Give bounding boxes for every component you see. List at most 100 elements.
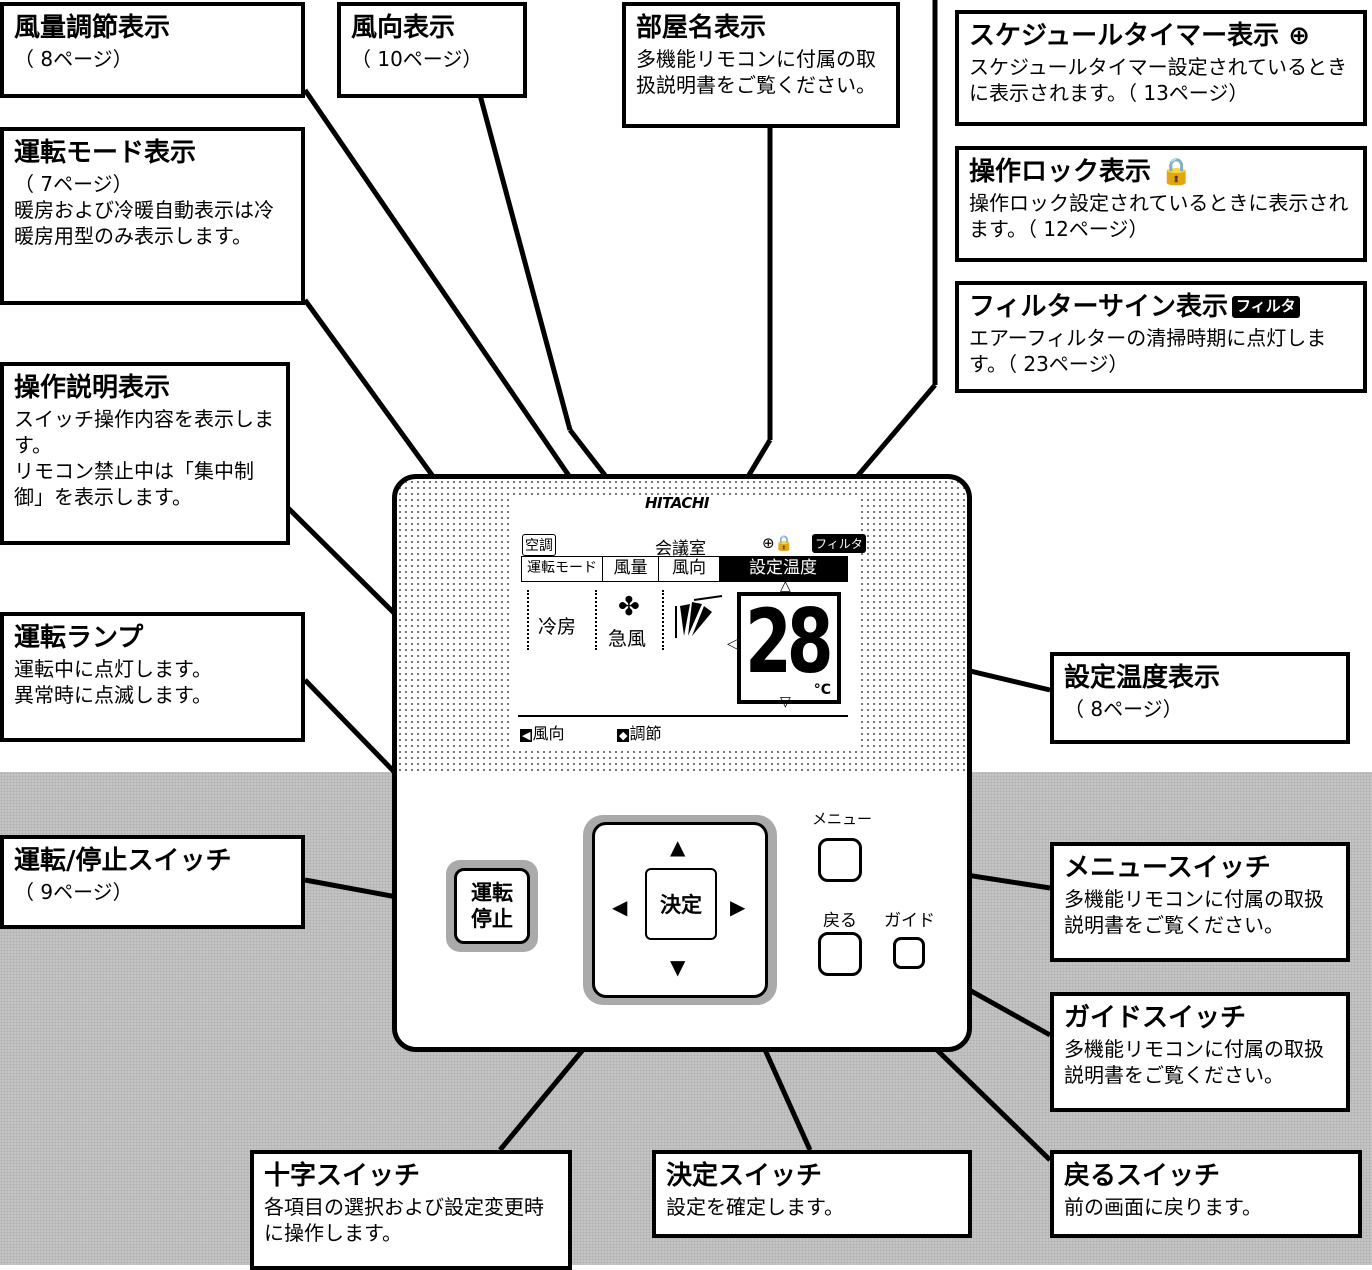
callout-run-stop: 運転/停止スイッチ （ 9ページ） bbox=[0, 835, 305, 929]
callout-desc: リモコン禁止中は「集中制御」を表示します。 bbox=[14, 458, 254, 509]
tab-fan: 風量 bbox=[602, 557, 658, 581]
footer-left-label: 風向 bbox=[532, 724, 565, 743]
callout-guide: ガイドスイッチ 多機能リモコンに付属の取扱説明書をご覧ください。 bbox=[1050, 992, 1350, 1112]
room-name: 会議室 bbox=[655, 539, 706, 559]
temp-left-icon: ◁ bbox=[727, 636, 738, 652]
back-button[interactable] bbox=[818, 932, 862, 976]
callout-title: 運転ランプ bbox=[14, 623, 144, 653]
callout-title: 風量調節表示 bbox=[14, 13, 171, 43]
callout-desc: エアーフィルターの清掃時期に点灯します。（ 23ページ） bbox=[969, 325, 1327, 376]
callout-lamp: 運転ランプ 運転中に点灯します。 異常時に点滅します。 bbox=[0, 612, 305, 742]
down-arrow-icon[interactable]: ▼ bbox=[670, 955, 686, 979]
run-label: 運転 bbox=[471, 880, 513, 905]
guide-button[interactable] bbox=[893, 937, 925, 969]
footer-right-label: 調節 bbox=[629, 724, 662, 743]
callout-title: 操作ロック表示 bbox=[969, 157, 1152, 187]
callout-filter: フィルターサイン表示フィルタ エアーフィルターの清掃時期に点灯します。（ 23ペ… bbox=[955, 281, 1367, 393]
filter-tag: フィルタ bbox=[1231, 296, 1300, 318]
callout-desc: スイッチ操作内容を表示します。 bbox=[14, 406, 274, 457]
callout-title: 戻るスイッチ bbox=[1064, 1161, 1221, 1191]
callout-ref: （ 10ページ） bbox=[351, 46, 483, 71]
enter-button[interactable]: 決定 bbox=[645, 868, 717, 940]
callout-desc: 暖房および冷暖自動表示は冷暖房用型のみ表示します。 bbox=[14, 197, 274, 248]
divider bbox=[662, 590, 665, 650]
mode-tag: 空調 bbox=[522, 534, 556, 556]
updown-key-icon: ◆ bbox=[617, 729, 630, 742]
airflow-direction-icon bbox=[675, 595, 723, 638]
menu-label: メニュー bbox=[812, 810, 873, 828]
tab-temp: 設定温度 bbox=[719, 557, 847, 581]
callout-title: 運転/停止スイッチ bbox=[14, 846, 232, 876]
callout-title: スケジュールタイマー表示 ⊕ bbox=[969, 21, 1311, 51]
callout-title: 操作説明表示 bbox=[14, 373, 171, 403]
callout-desc: 多機能リモコンに付属の取扱説明書をご覧ください。 bbox=[636, 46, 876, 97]
callout-cross: 十字スイッチ 各項目の選択および設定変更時に操作します。 bbox=[250, 1150, 572, 1270]
callout-desc: 多機能リモコンに付属の取扱説明書をご覧ください。 bbox=[1064, 1036, 1324, 1087]
callout-title: ガイドスイッチ bbox=[1064, 1003, 1247, 1033]
callout-desc: スケジュールタイマー設定されているときに表示されます。（ 13ページ） bbox=[969, 54, 1347, 105]
callout-enter: 決定スイッチ 設定を確定します。 bbox=[652, 1150, 972, 1238]
callout-desc: 異常時に点滅します。 bbox=[14, 682, 212, 707]
screen-tabs: 運転モード 風量 風向 設定温度 bbox=[521, 556, 848, 582]
lock-icon: 🔒 bbox=[1160, 157, 1193, 187]
guide-label: ガイド bbox=[884, 911, 935, 931]
callout-title: 十字スイッチ bbox=[264, 1161, 421, 1191]
callout-air-direction: 風向表示 （ 10ページ） bbox=[337, 2, 527, 98]
up-arrow-icon[interactable]: ▲ bbox=[670, 835, 686, 859]
callout-desc: 設定を確定します。 bbox=[666, 1194, 844, 1219]
temperature-value: 28 bbox=[745, 590, 834, 693]
callout-ref: （ 9ページ） bbox=[14, 879, 133, 904]
brand-logo: HITACHI bbox=[645, 494, 710, 512]
divider bbox=[527, 590, 530, 650]
right-arrow-icon[interactable]: ▶ bbox=[730, 895, 746, 919]
temp-down-icon: ▽ bbox=[780, 694, 791, 710]
left-key-icon: ◀ bbox=[520, 729, 533, 742]
tab-direction: 風向 bbox=[658, 557, 719, 581]
callout-ref: （ 8ページ） bbox=[14, 46, 133, 71]
leader-airdir bbox=[477, 94, 573, 431]
temp-unit: °C bbox=[813, 682, 831, 698]
callout-title: 設定温度表示 bbox=[1064, 663, 1221, 693]
callout-set-temp: 設定温度表示 （ 8ページ） bbox=[1050, 652, 1350, 744]
callout-title: 風向表示 bbox=[351, 13, 456, 43]
temp-box: 28 °C bbox=[737, 590, 841, 704]
callout-lock: 操作ロック表示 🔒 操作ロック設定されているときに表示されます。（ 12ページ） bbox=[955, 146, 1367, 262]
stop-label: 停止 bbox=[471, 907, 513, 931]
callout-title-wrap: フィルターサイン表示フィルタ bbox=[969, 291, 1353, 325]
filter-sign: フィルタ bbox=[812, 534, 866, 553]
callout-menu: メニュースイッチ 多機能リモコンに付属の取扱説明書をご覧ください。 bbox=[1050, 842, 1350, 962]
callout-title: 運転モード表示 bbox=[14, 138, 197, 168]
fan-icon: ✤ bbox=[618, 592, 640, 622]
callout-desc: 多機能リモコンに付属の取扱説明書をご覧ください。 bbox=[1064, 886, 1324, 937]
run-stop-button[interactable]: 運転 停止 bbox=[454, 868, 530, 944]
callout-title: フィルターサイン表示 bbox=[969, 292, 1228, 322]
footer-left: ◀風向 bbox=[520, 720, 564, 744]
callout-title: 部屋名表示 bbox=[636, 13, 767, 43]
callout-title: メニュースイッチ bbox=[1064, 853, 1271, 883]
callout-ref: （ 7ページ） bbox=[14, 171, 133, 196]
screen-footer-rule bbox=[518, 715, 848, 717]
left-arrow-icon[interactable]: ◀ bbox=[612, 895, 628, 919]
temp-up-icon: △ bbox=[780, 578, 791, 594]
footer-right: ◆調節 bbox=[617, 720, 661, 744]
menu-button[interactable] bbox=[818, 838, 862, 882]
callout-op-mode: 運転モード表示 （ 7ページ） 暖房および冷暖自動表示は冷暖房用型のみ表示します… bbox=[0, 127, 305, 305]
callout-op-guide: 操作説明表示 スイッチ操作内容を表示します。 リモコン禁止中は「集中制御」を表示… bbox=[0, 362, 290, 545]
callout-desc: 前の画面に戻ります。 bbox=[1064, 1194, 1262, 1219]
callout-fan-speed: 風量調節表示 （ 8ページ） bbox=[0, 2, 305, 98]
callout-title-wrap: 操作ロック表示 🔒 bbox=[969, 156, 1353, 190]
status-icons: ⊕🔒 bbox=[762, 534, 794, 552]
back-label: 戻る bbox=[823, 911, 857, 931]
callout-desc: 各項目の選択および設定変更時に操作します。 bbox=[264, 1194, 544, 1245]
callout-back: 戻るスイッチ 前の画面に戻ります。 bbox=[1050, 1150, 1362, 1238]
tab-mode: 運転モード bbox=[527, 560, 597, 576]
callout-desc: 運転中に点灯します。 bbox=[14, 656, 212, 681]
callout-ref: （ 8ページ） bbox=[1064, 696, 1183, 721]
callout-schedule: スケジュールタイマー表示 ⊕ スケジュールタイマー設定されているときに表示されま… bbox=[955, 10, 1367, 126]
callout-room-name: 部屋名表示 多機能リモコンに付属の取扱説明書をご覧ください。 bbox=[622, 2, 900, 128]
callout-desc: 操作ロック設定されているときに表示されます。（ 12ページ） bbox=[969, 190, 1349, 241]
mode-display: 冷房 bbox=[538, 616, 577, 638]
callout-title: 決定スイッチ bbox=[666, 1161, 823, 1191]
divider bbox=[595, 590, 598, 650]
fan-display: 急風 bbox=[608, 628, 647, 650]
